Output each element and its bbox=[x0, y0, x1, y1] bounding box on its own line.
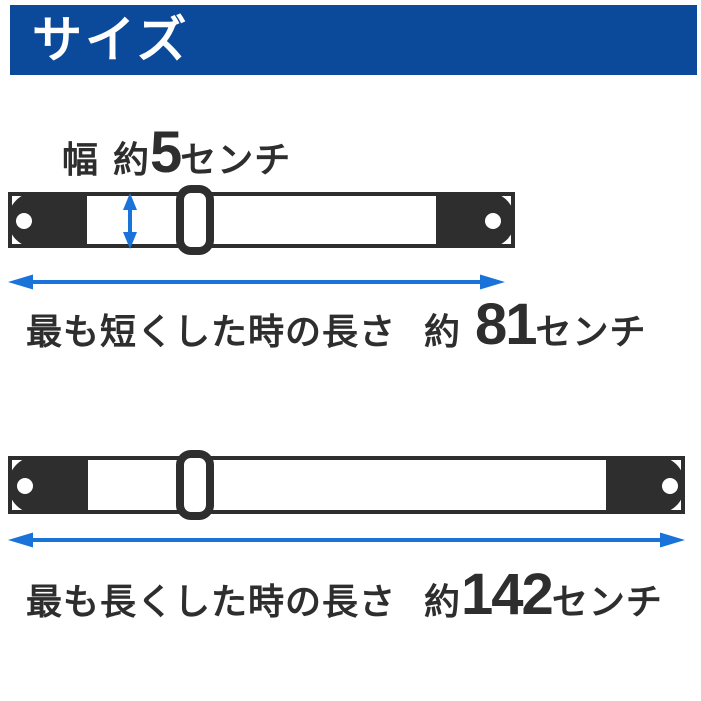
width-label: 幅 bbox=[62, 139, 100, 180]
shortest-length-annotation: 最も短くした時の長さ 約 81 センチ bbox=[26, 296, 647, 355]
longest-length-double-arrow-icon bbox=[8, 532, 685, 548]
strap-short-adjuster-buckle bbox=[176, 185, 214, 255]
strap-short-right-hole bbox=[485, 213, 501, 229]
width-value: 5 bbox=[150, 120, 182, 185]
longest-approx: 約 bbox=[424, 581, 462, 622]
strap-long-band bbox=[8, 456, 685, 514]
shortest-value: 81 bbox=[475, 292, 537, 357]
strap-long-left-hole bbox=[17, 478, 33, 494]
width-unit: センチ bbox=[180, 139, 292, 180]
longest-value: 142 bbox=[461, 562, 554, 627]
shortest-approx: 約 bbox=[424, 311, 462, 352]
size-header-banner: サイズ bbox=[10, 5, 697, 75]
shortest-unit: センチ bbox=[535, 311, 647, 352]
strap-short-right-endcap bbox=[436, 192, 515, 248]
longest-label: 最も長くした時の長さ bbox=[26, 581, 397, 622]
strap-short-left-endcap bbox=[8, 192, 87, 248]
strap-long-left-endcap bbox=[8, 456, 88, 514]
strap-long-right-hole bbox=[662, 478, 678, 494]
strap-long-right-endcap bbox=[606, 456, 685, 514]
width-double-arrow-icon bbox=[123, 193, 137, 249]
longest-unit: センチ bbox=[551, 581, 663, 622]
shortest-length-double-arrow-icon bbox=[8, 274, 505, 290]
size-header-title: サイズ bbox=[32, 12, 190, 68]
longest-length-annotation: 最も長くした時の長さ 約 142 センチ bbox=[26, 566, 663, 625]
strap-short-band bbox=[8, 192, 515, 248]
width-approx: 約 bbox=[113, 139, 151, 180]
strap-long-adjuster-buckle bbox=[176, 450, 214, 520]
width-annotation: 幅 約 5 センチ bbox=[62, 124, 291, 183]
shortest-label: 最も短くした時の長さ bbox=[26, 311, 397, 352]
strap-short-left-hole bbox=[16, 213, 32, 229]
